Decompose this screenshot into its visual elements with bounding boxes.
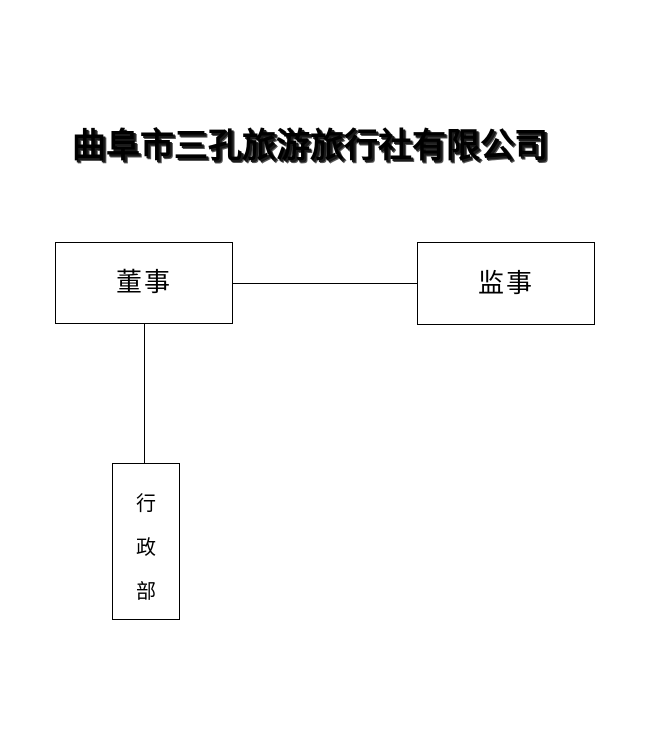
page-title: 曲阜市三孔旅游旅行社有限公司 [72, 128, 548, 165]
org-node-director[interactable]: 董事 [55, 242, 233, 324]
connector-director-to-admin [144, 323, 145, 463]
connector-director-to-supervisor [232, 283, 418, 284]
org-node-supervisor-label: 监事 [477, 268, 534, 298]
org-node-director-label: 董事 [115, 268, 172, 297]
org-node-supervisor[interactable]: 监事 [417, 242, 595, 325]
org-node-admin-department[interactable]: 行 政 部 [112, 463, 180, 620]
org-node-admin-department-label: 行 政 部 [136, 493, 156, 603]
